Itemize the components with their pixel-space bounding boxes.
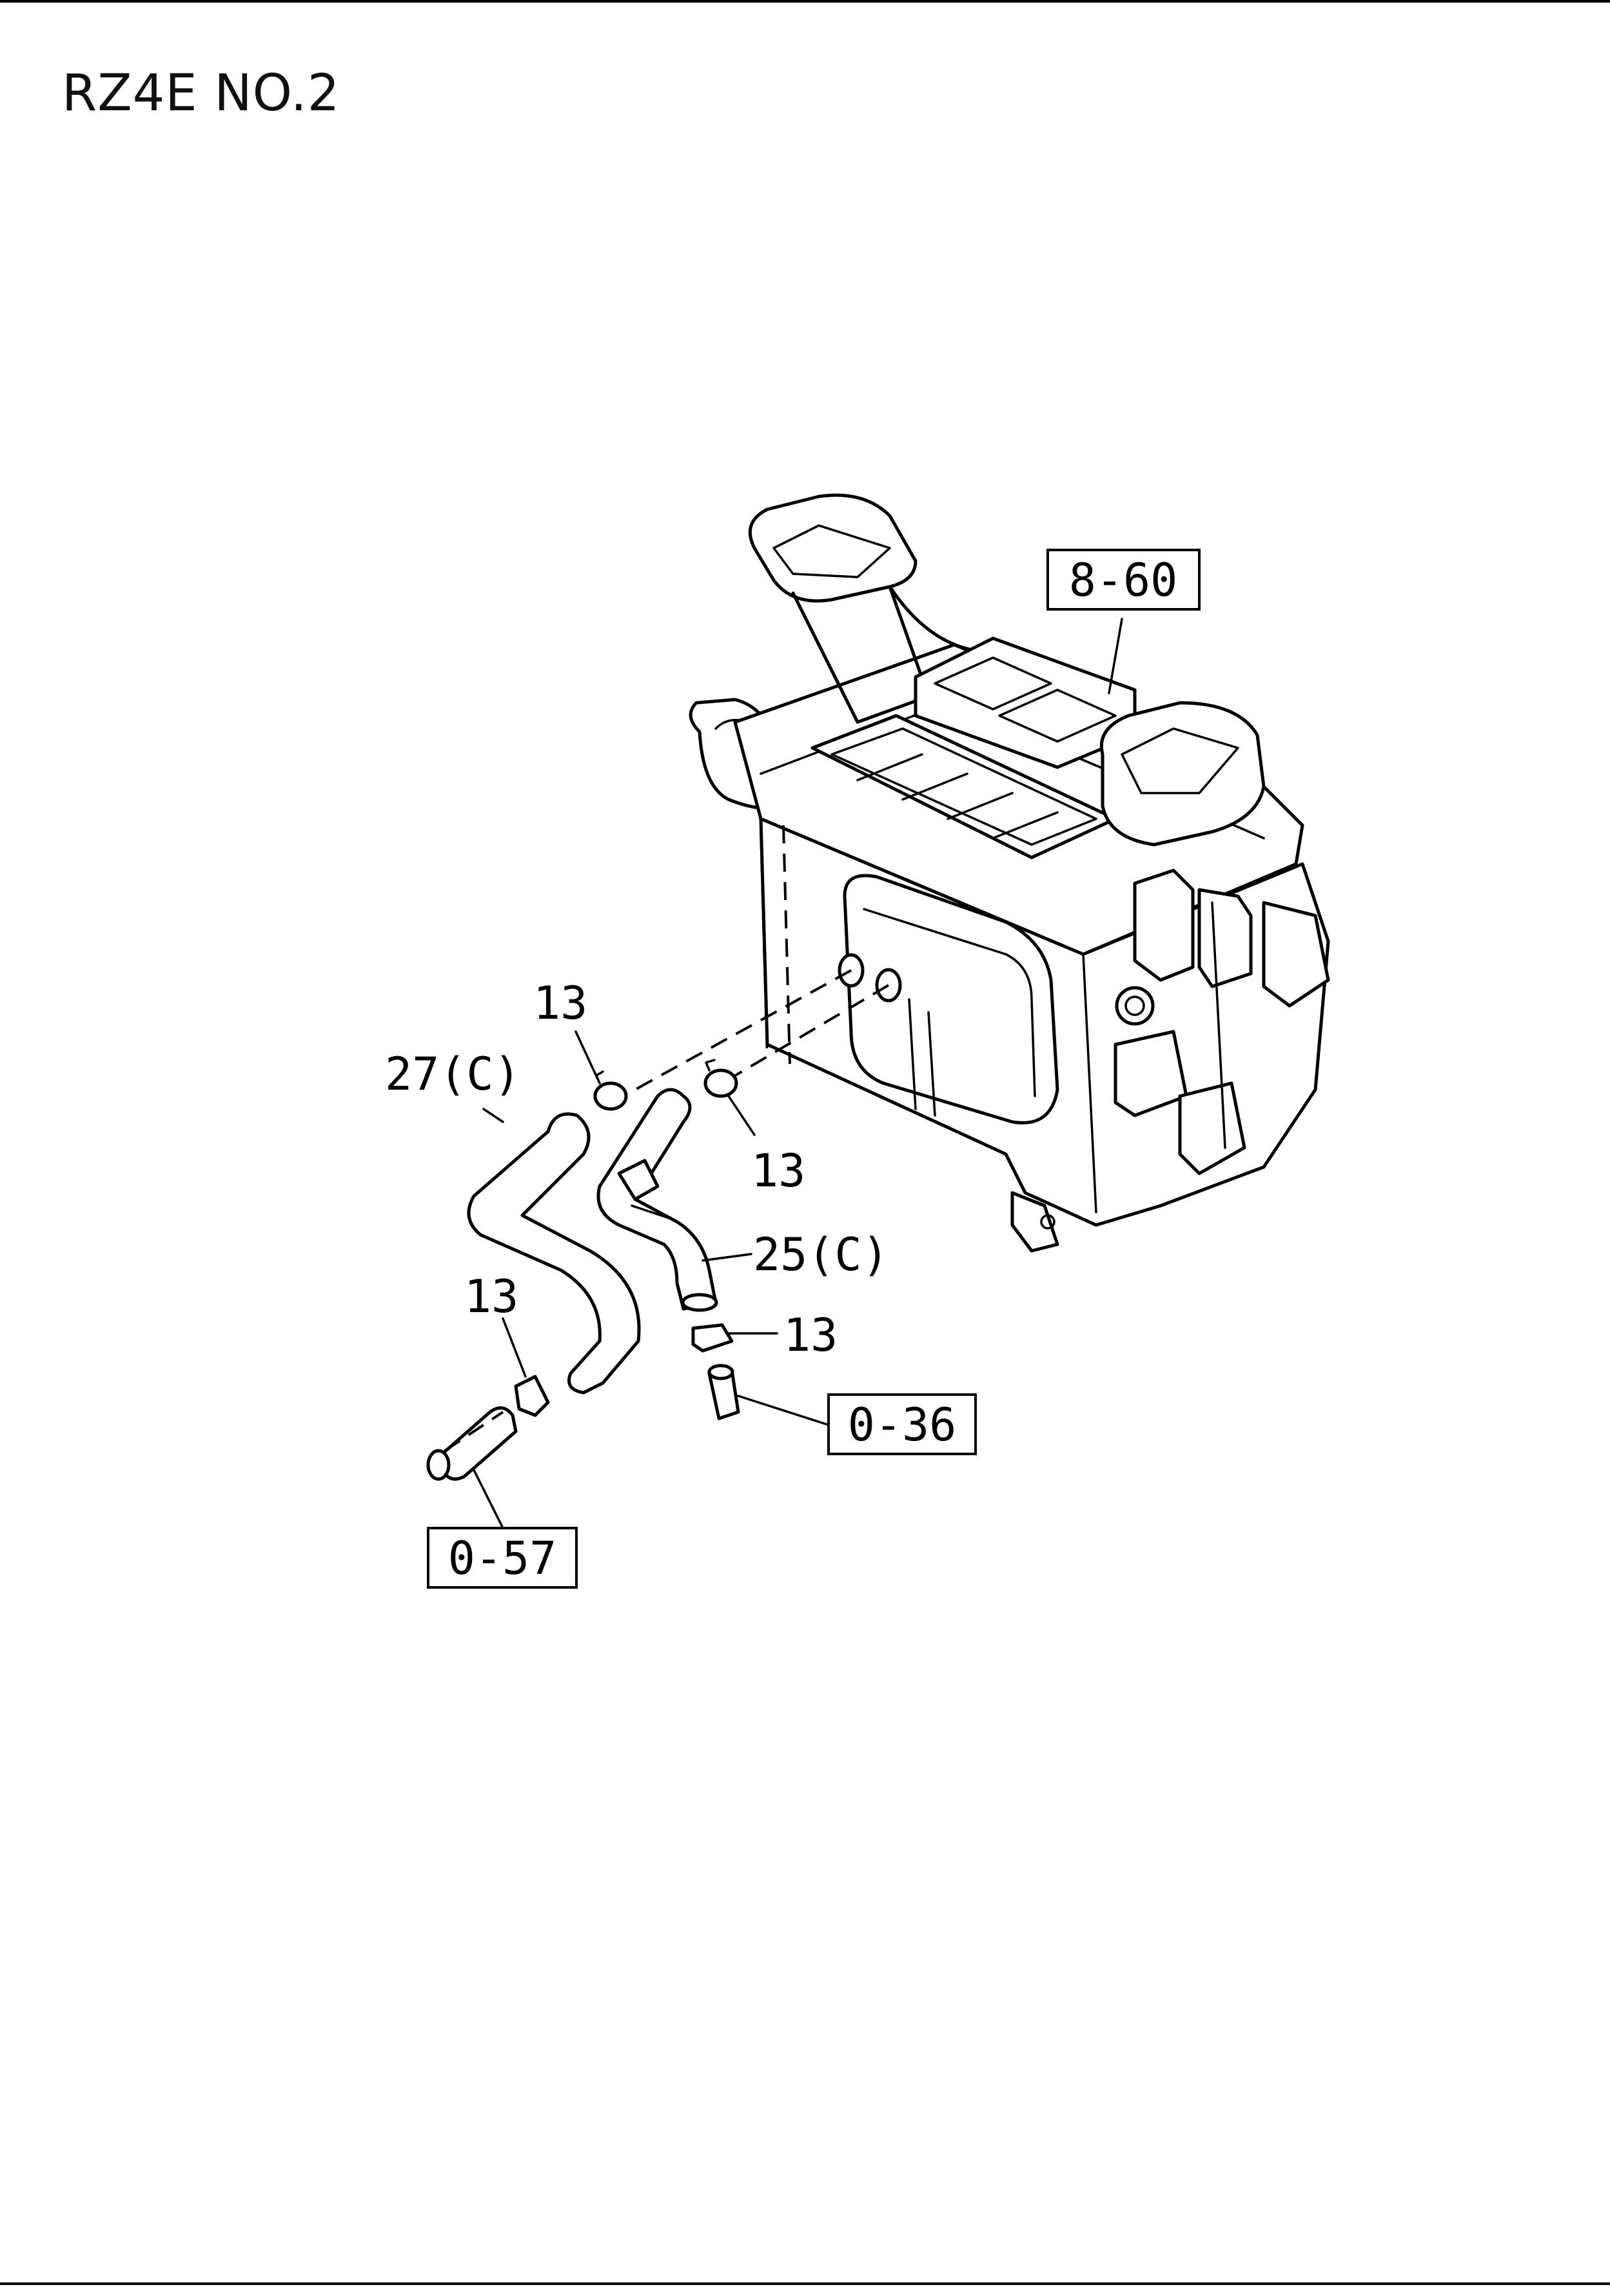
callout-13-d: 13 xyxy=(783,1309,838,1362)
ref-0-36-label: 0-36 xyxy=(848,1398,957,1451)
hose-25c xyxy=(596,1088,718,1312)
leader-13-c xyxy=(502,1317,527,1378)
callout-25c: 25(C) xyxy=(753,1228,889,1281)
leader-0-36 xyxy=(737,1395,830,1426)
ref-0-57-label: 0-57 xyxy=(448,1532,557,1585)
ref-8-60-label: 8-60 xyxy=(1069,554,1178,607)
callout-27c: 27(C) xyxy=(385,1048,521,1101)
fitting-0-57 xyxy=(426,1406,518,1481)
ref-box-0-36: 0-36 xyxy=(827,1393,977,1455)
clamp-c-lower-left xyxy=(514,1375,550,1417)
callout-13-c: 13 xyxy=(464,1270,518,1323)
guide-line-lower xyxy=(721,984,890,1084)
ref-box-0-57: 0-57 xyxy=(427,1527,578,1589)
fitting-0-36 xyxy=(707,1364,740,1420)
page-title: RZ4E NO.2 xyxy=(62,64,340,123)
clamp-d-lower-right xyxy=(691,1323,734,1353)
clamp-a-upper xyxy=(593,1070,628,1111)
top-border-rule xyxy=(0,0,1610,3)
bottom-border-rule xyxy=(0,2282,1610,2285)
callout-13-a: 13 xyxy=(533,977,587,1030)
callout-13-b: 13 xyxy=(751,1144,805,1197)
leader-8-60 xyxy=(1108,618,1123,694)
hose-27c xyxy=(467,1112,641,1395)
leader-13-a xyxy=(574,1030,601,1084)
leader-27c xyxy=(482,1108,504,1123)
leader-13-b xyxy=(727,1095,756,1136)
guide-line-upper xyxy=(634,969,852,1091)
clamp-b-upper-right xyxy=(703,1059,738,1098)
leader-25c xyxy=(702,1253,752,1262)
heater-unit-assembly xyxy=(689,493,1330,1253)
ref-box-8-60: 8-60 xyxy=(1046,549,1201,611)
leader-0-57 xyxy=(473,1469,504,1529)
